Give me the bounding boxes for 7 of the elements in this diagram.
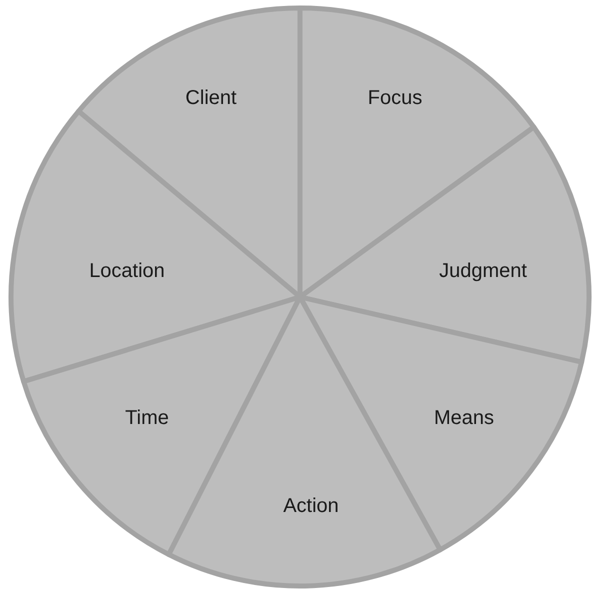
segment-label: Means [434,406,494,430]
segment-label: Action [283,494,339,518]
segment-label: Location [89,259,165,283]
segment-label: Judgment [439,259,527,283]
segment-label: Focus [368,86,422,110]
segment-label: Client [185,86,237,110]
segment-label: Time [125,406,169,430]
